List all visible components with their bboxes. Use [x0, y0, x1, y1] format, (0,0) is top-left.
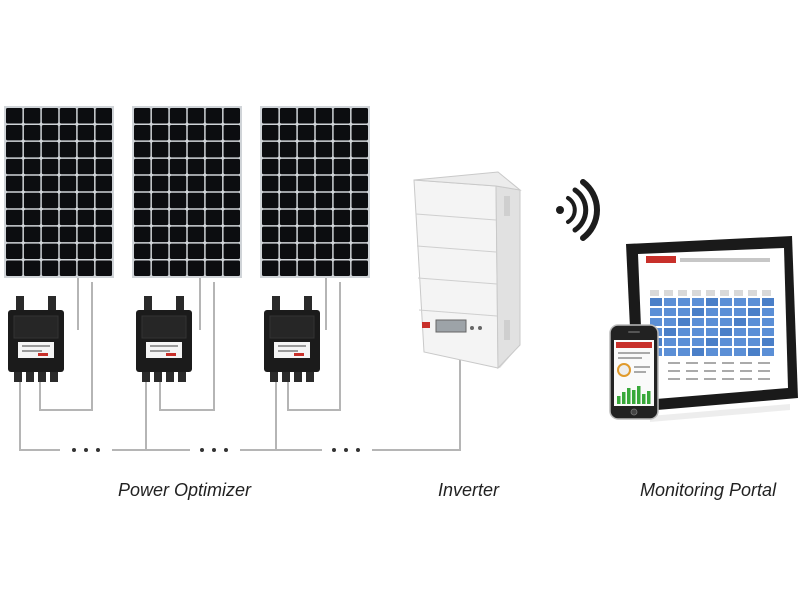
wifi-signal-icon — [556, 179, 600, 241]
monitoring-portal-label: Monitoring Portal — [640, 480, 777, 500]
power-optimizer-label: Power Optimizer — [118, 480, 252, 500]
inverter-display — [435, 319, 467, 333]
inverter-logo-mark — [422, 322, 430, 328]
portal-data-table — [668, 362, 770, 380]
power-optimizers — [8, 296, 320, 382]
string-continuation-dots — [72, 448, 360, 452]
power-optimizer — [8, 296, 64, 382]
power-optimizer — [136, 296, 192, 382]
solar-panel — [4, 106, 114, 278]
solar-panel — [132, 106, 242, 278]
wiring — [19, 278, 461, 451]
solar-panels — [4, 106, 370, 278]
solar-panel — [260, 106, 370, 278]
smartphone — [609, 324, 659, 420]
inverter-label: Inverter — [438, 480, 500, 500]
power-optimizer — [264, 296, 320, 382]
inverter — [413, 171, 522, 370]
phone-production-chart — [617, 386, 651, 404]
